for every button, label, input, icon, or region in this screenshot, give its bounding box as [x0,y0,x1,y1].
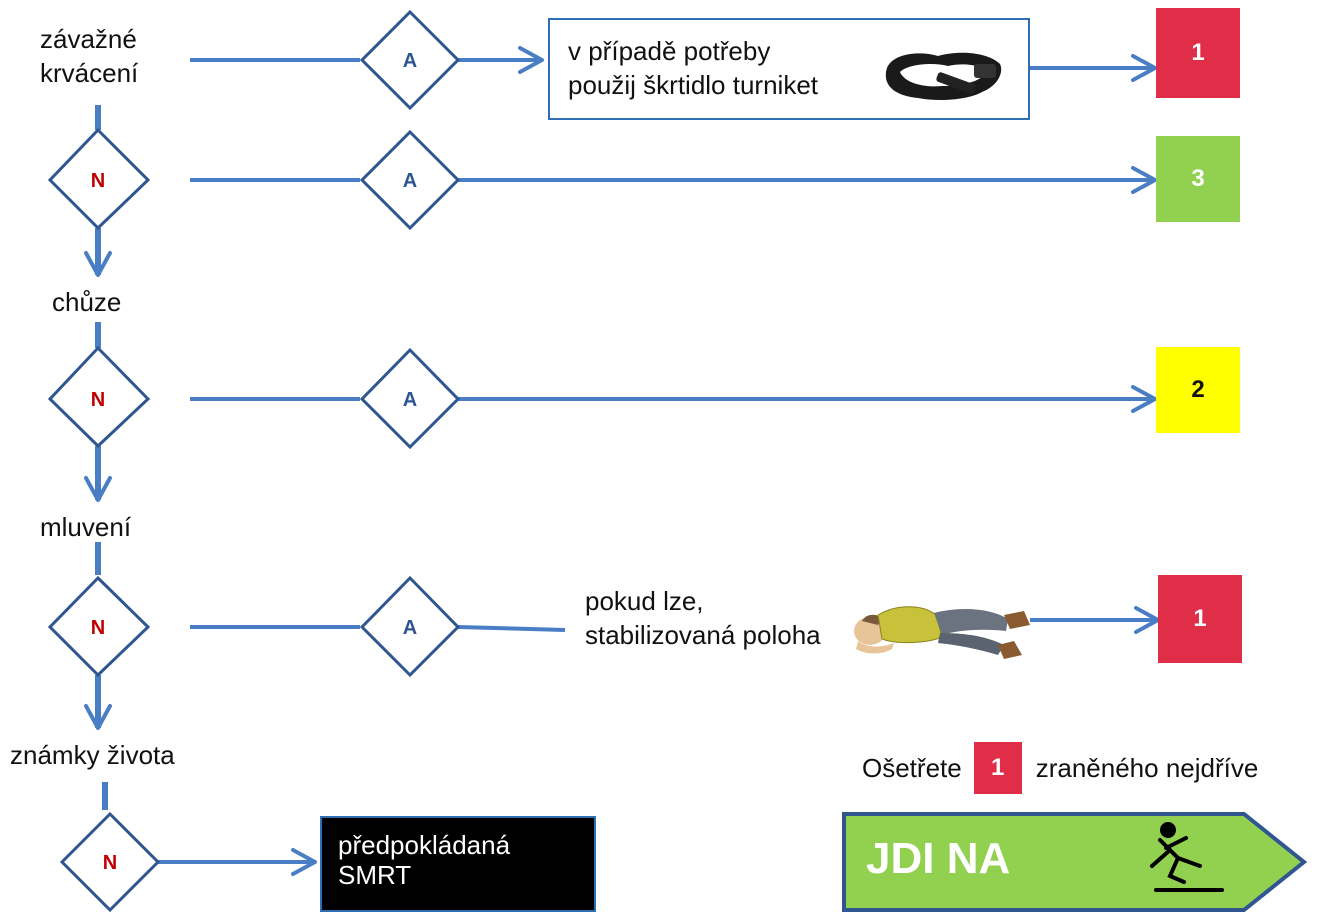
diamond-no-3 [47,575,151,678]
recovery-position-person-icon [854,606,1030,659]
go-to-arrow-button[interactable] [840,810,1310,914]
diamond-no-1 [47,127,151,231]
diamond-yes-3 [359,347,461,450]
outcome-bleeding-priority: 1 [1156,8,1240,98]
treat-prefix: Ošetřete [862,752,962,783]
diamond-yes-3-label: A [403,389,417,411]
diamond-no-2-label: N [91,389,105,411]
connector-a4-note [457,625,566,632]
label-signs-of-life: známky života [10,740,175,770]
diamond-yes-1-label: A [403,50,417,72]
tourniquet-note-text: v případě potřeby použij škrtidlo turnik… [568,36,818,100]
no-diamonds [47,127,161,913]
diamond-yes-2 [359,129,461,231]
recovery-note-text: pokud lze, stabilizovaná poloha [585,586,821,650]
yes-diamonds [359,9,461,678]
falling-person-icon [1150,822,1224,892]
tourniquet-icon [885,52,1002,100]
diamond-no-1-label: N [91,170,105,192]
diamond-no-2 [47,345,151,449]
diamond-no-4 [59,811,161,913]
diamond-no-4-label: N [103,852,117,874]
outcome-walking-priority: 3 [1156,136,1240,222]
outcome-speaking-priority: 2 [1156,347,1240,433]
vertical-connectors [84,105,112,810]
outcome-signs-priority: 1 [1158,575,1242,663]
diamond-no-3-label: N [91,617,105,639]
label-walking: chůze [52,287,122,317]
diamond-yes-1 [359,9,461,111]
treat-suffix: zraněného nejdříve [1035,752,1259,783]
diamond-yes-4 [359,575,461,678]
diamond-yes-2-label: A [403,170,417,192]
death-outcome-box: předpokládaná SMRT [320,816,596,912]
go-to-label: JDI NA [866,834,1011,883]
label-speaking: mluvení [40,512,132,542]
tourniquet-note-box: v případě potřeby použij škrtidlo turnik… [548,18,1030,120]
horizontal-connectors [158,46,1160,876]
diamond-yes-4-label: A [403,617,417,639]
treat-first-instruction: Ošetřete 1 zraněného nejdříve [862,742,1258,794]
treat-priority-badge: 1 [973,742,1022,794]
label-bleeding: závažné krvácení [40,24,139,88]
